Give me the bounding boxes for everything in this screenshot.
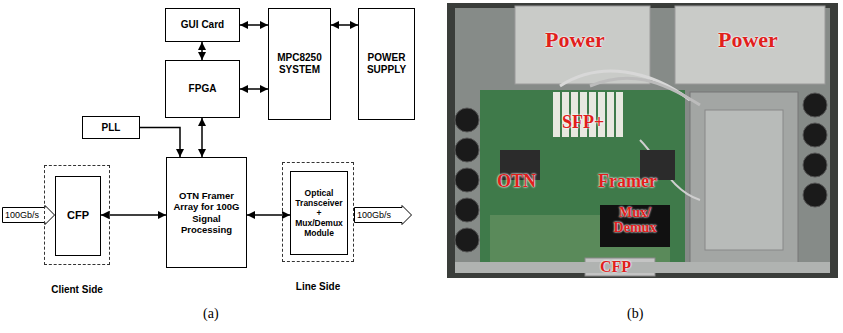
signal-connector (247, 214, 290, 216)
group-heading: Client Side (51, 284, 103, 296)
board-part (675, 6, 825, 84)
signal-arrow: 100Gb/s (354, 205, 412, 225)
board-part (803, 183, 827, 207)
board-part (480, 90, 685, 262)
side-group: Line SideOptical Transceiver + Mux/Demux… (282, 162, 354, 262)
panel-label: (b) (627, 306, 643, 321)
board-part (455, 198, 479, 222)
photo-callout: CFP (600, 258, 631, 276)
photo-callout: Power (545, 28, 605, 52)
module-box: Optical Transceiver + Mux/Demux Module (290, 171, 348, 255)
box-label: MPC8250 SYSTEM (269, 52, 330, 76)
board-part (607, 92, 614, 137)
board-part (616, 92, 623, 137)
board-part (455, 168, 479, 192)
box-label: FPGA (187, 83, 219, 95)
module-box: CFP (55, 176, 101, 256)
signal-connector (240, 24, 268, 26)
box-label: 100Gb/s (2, 210, 39, 221)
box-label: OTN Framer Array for 100G Signal Process… (167, 190, 246, 236)
board-part (455, 108, 479, 132)
board-part (455, 138, 479, 162)
pll-box: PLL (82, 116, 140, 139)
signal-arrow: 100Gb/s (2, 205, 55, 225)
board-part (705, 110, 783, 250)
system-box: MPC8250 SYSTEM (268, 8, 331, 120)
box-label: 100Gb/s (354, 210, 391, 221)
card-box: GUI Card (165, 8, 240, 42)
signal-connector (201, 42, 203, 60)
photo-callout: SFP+ (562, 113, 604, 133)
board-part (803, 153, 827, 177)
board-part (590, 78, 700, 105)
photo-callout: Power (718, 28, 778, 52)
panel-label: (a) (203, 306, 219, 321)
signal-connector (331, 24, 358, 26)
box-label: Optical Transceiver + Mux/Demux Module (291, 188, 347, 239)
arrow-outline (355, 206, 412, 225)
group-heading: Line Side (296, 281, 340, 293)
photo-callout: Mux/ Demux (603, 205, 667, 236)
signal-connector (140, 128, 180, 158)
box-label: PLL (100, 122, 123, 134)
board-part (803, 93, 827, 117)
arrow-outline (3, 206, 55, 225)
board-part (447, 3, 838, 278)
framer-box: OTN Framer Array for 100G Signal Process… (166, 157, 247, 268)
photo-callout: Framer (598, 172, 657, 192)
side-group: Client SideCFP (44, 165, 110, 265)
box-label: GUI Card (179, 19, 226, 31)
board-part (553, 92, 560, 137)
signal-connector (201, 118, 203, 157)
board-part (600, 205, 670, 247)
box-label: POWER SUPPLY (359, 52, 414, 76)
signal-connector (240, 88, 268, 90)
power-box: POWER SUPPLY (358, 8, 415, 120)
board-part (560, 71, 690, 100)
board-part (690, 92, 798, 270)
box-label: CFP (65, 209, 91, 222)
board-part (455, 262, 830, 273)
board-part (803, 123, 827, 147)
signal-connector (101, 214, 166, 216)
fpga-box: FPGA (165, 60, 240, 118)
photo-callout: OTN (497, 172, 536, 192)
board-part (455, 228, 479, 252)
